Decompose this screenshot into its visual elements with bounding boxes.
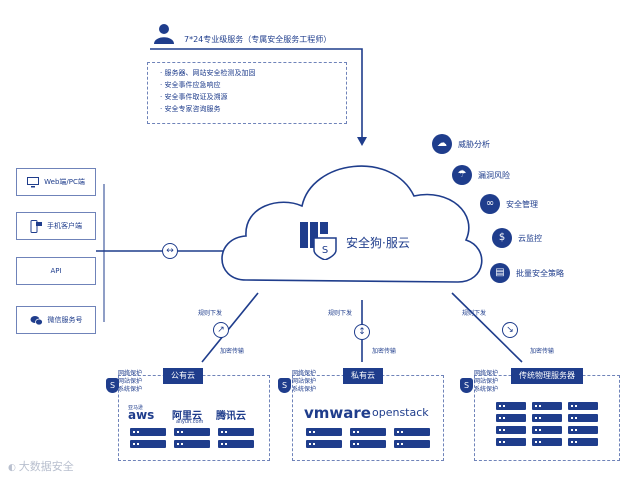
transfer-icon: ↕ — [354, 324, 370, 340]
protection-list: 网络保护网站保护系统保护 — [474, 370, 499, 393]
watermark-logo: ◐ — [8, 463, 19, 473]
feature-vulnerability: ☂ 漏洞风险 — [452, 165, 510, 185]
service-arrow-head — [357, 137, 367, 146]
server-rack — [496, 426, 526, 434]
dollar-shield-icon: $ — [492, 228, 512, 248]
service-item: · 安全专家咨询服务 — [160, 105, 221, 113]
brand-aws: aws — [128, 408, 155, 422]
shield-icon: S — [278, 378, 291, 393]
server-rack — [496, 402, 526, 410]
service-list: · 服务器、网站安全检测及加固 · 安全事件应急响应 · 安全事件取证及溯源 ·… — [147, 62, 347, 124]
edge-label-policy: 规则下发 — [328, 310, 353, 317]
server-rack — [350, 428, 386, 436]
server-rack — [568, 426, 598, 434]
service-item: · 安全事件应急响应 — [160, 81, 221, 89]
server-rack — [130, 440, 166, 448]
server-rack — [306, 428, 342, 436]
target-title: 传统物理服务器 — [511, 368, 583, 384]
client-label: API — [50, 267, 62, 275]
brand-aliyun: 阿里云 — [172, 411, 202, 422]
watermark-text: 大数据安全 — [18, 460, 74, 473]
service-item: · 安全事件取证及溯源 — [160, 93, 228, 101]
edge-public — [201, 292, 259, 363]
server-rack — [218, 428, 254, 436]
wechat-icon — [30, 315, 43, 325]
client-label: Web端/PC端 — [44, 178, 85, 186]
public-cloud-brands: 亚马逊 aws 阿里云 aliyun.com 腾讯云 — [124, 404, 266, 426]
server-rack — [350, 440, 386, 448]
server-rack — [532, 426, 562, 434]
brand-sub: 亚马逊 — [128, 405, 144, 411]
svg-text:S: S — [322, 245, 328, 256]
edge-label-policy: 规则下发 — [198, 310, 223, 317]
edge-label-encrypt: 加密传输 — [530, 348, 555, 355]
server-shield-icon: S — [300, 222, 337, 261]
mobile-icon — [30, 219, 42, 233]
edge-label-policy: 规则下发 — [462, 310, 487, 317]
feature-label: 漏洞风险 — [478, 170, 510, 180]
feature-cloud-monitor: $ 云监控 — [492, 228, 542, 248]
client-api: API — [16, 257, 96, 285]
shield-icon: S — [460, 378, 473, 393]
feature-batch-policy: ▤ 批量安全策略 — [490, 263, 564, 283]
target-title: 公有云 — [163, 368, 203, 384]
feature-threat-analysis: ☁ 威胁分析 — [432, 134, 490, 154]
server-rack — [532, 402, 562, 410]
batch-icon: ▤ — [490, 263, 510, 283]
cloud-logo: S — [298, 220, 338, 264]
transfer-icon: ↘ — [502, 322, 518, 338]
monitor-icon — [27, 176, 40, 187]
client-mobile: 手机客户端 — [16, 212, 96, 240]
edge-label-encrypt: 加密传输 — [220, 348, 245, 355]
engineer-icon — [154, 24, 174, 44]
client-label: 微信服务号 — [47, 316, 83, 324]
server-rack — [532, 414, 562, 422]
cloud-shape — [221, 165, 483, 283]
cloud-icon: ☁ — [432, 134, 452, 154]
server-rack — [394, 440, 430, 448]
brand-tencent: 腾讯云 — [216, 411, 246, 422]
server-rack — [568, 438, 598, 446]
target-title: 私有云 — [343, 368, 383, 384]
client-web-pc: Web端/PC端 — [16, 168, 96, 196]
server-rack — [568, 402, 598, 410]
service-header — [150, 23, 178, 49]
sync-icon: ↔ — [162, 243, 178, 259]
transfer-icon: ↗ — [213, 322, 229, 338]
protection-list: 网络保护网站保护系统保护 — [292, 370, 317, 393]
edge-label-encrypt: 加密传输 — [372, 348, 397, 355]
cloud-title: 安全狗·服云 — [346, 236, 410, 250]
service-connector — [150, 48, 363, 140]
brand-vmware: vmware — [304, 404, 371, 422]
server-rack — [568, 414, 598, 422]
server-rack — [394, 428, 430, 436]
protection-list: 网络保护网站保护系统保护 — [118, 370, 143, 393]
server-rack — [496, 438, 526, 446]
server-rack — [496, 414, 526, 422]
client-wechat: 微信服务号 — [16, 306, 96, 334]
edge-physical — [451, 292, 523, 363]
brand-openstack: openstack — [372, 406, 429, 419]
feature-label: 威胁分析 — [458, 139, 490, 149]
service-title: 7*24专业级服务（专属安全服务工程师） — [184, 35, 332, 44]
watermark: ◐ 大数据安全 — [8, 458, 74, 474]
server-rack — [130, 428, 166, 436]
client-label: 手机客户端 — [47, 222, 82, 230]
service-item: · 服务器、网站安全检测及加固 — [160, 69, 256, 77]
feature-label: 批量安全策略 — [516, 268, 564, 278]
link-icon: ∞ — [480, 194, 500, 214]
server-rack — [306, 440, 342, 448]
server-rack — [174, 428, 210, 436]
server-rack — [532, 438, 562, 446]
feature-security-mgmt: ∞ 安全管理 — [480, 194, 538, 214]
feature-label: 安全管理 — [506, 199, 538, 209]
shield-icon: S — [106, 378, 119, 393]
brand-sub: aliyun.com — [176, 419, 204, 425]
server-rack — [174, 440, 210, 448]
umbrella-icon: ☂ — [452, 165, 472, 185]
feature-label: 云监控 — [518, 233, 542, 243]
server-rack — [218, 440, 254, 448]
